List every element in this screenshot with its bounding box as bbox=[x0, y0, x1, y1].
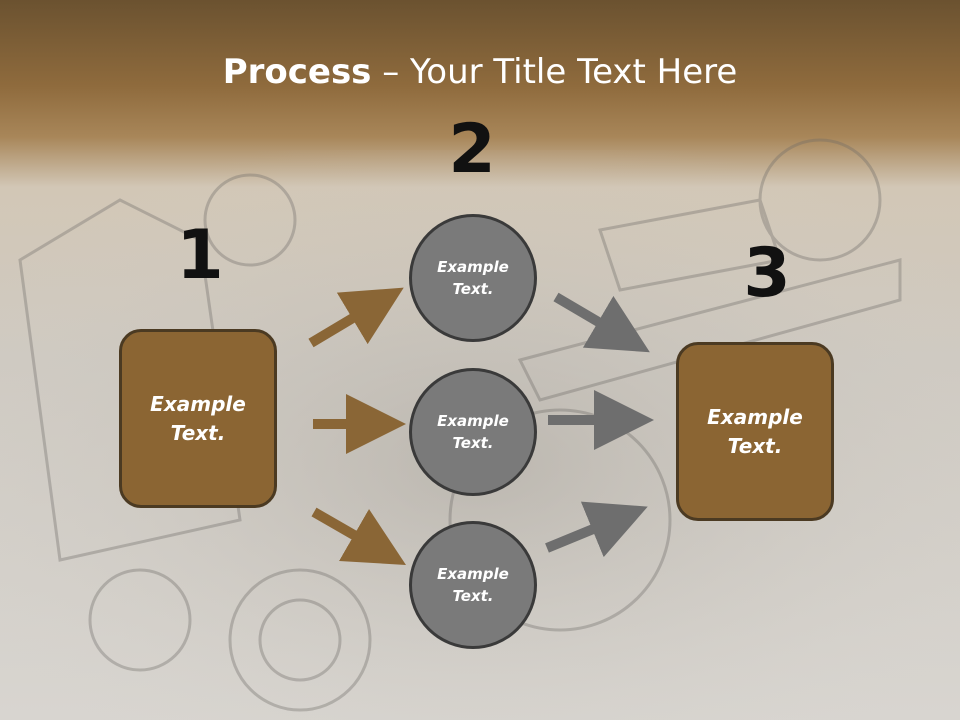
left-box-line1: Example bbox=[150, 391, 246, 416]
right-box-line2: Text. bbox=[727, 433, 783, 458]
arrow-to-circle-3 bbox=[311, 507, 406, 565]
circle-2-line1: Example bbox=[437, 411, 509, 430]
right-box-line1: Example bbox=[707, 404, 803, 429]
arrow-from-circle-3 bbox=[545, 501, 648, 558]
step-number-2: 2 bbox=[448, 110, 496, 189]
slide-title: Process – Your Title Text Here bbox=[0, 52, 960, 92]
circle-3-line2: Text. bbox=[452, 587, 494, 605]
circle-3-line1: Example bbox=[437, 564, 509, 583]
arrow-from-circle-1 bbox=[553, 292, 650, 353]
circle-1-line1: Example bbox=[437, 257, 509, 276]
title-rest: – Your Title Text Here bbox=[371, 52, 738, 92]
circle-2-line2: Text. bbox=[452, 434, 494, 452]
arrow-to-circle-1 bbox=[308, 287, 404, 348]
left-box-line2: Text. bbox=[170, 420, 226, 445]
title-bold: Process bbox=[222, 52, 372, 92]
step-number-3: 3 bbox=[743, 234, 791, 313]
step-number-1: 1 bbox=[176, 216, 224, 295]
circle-1-line2: Text. bbox=[452, 280, 494, 298]
